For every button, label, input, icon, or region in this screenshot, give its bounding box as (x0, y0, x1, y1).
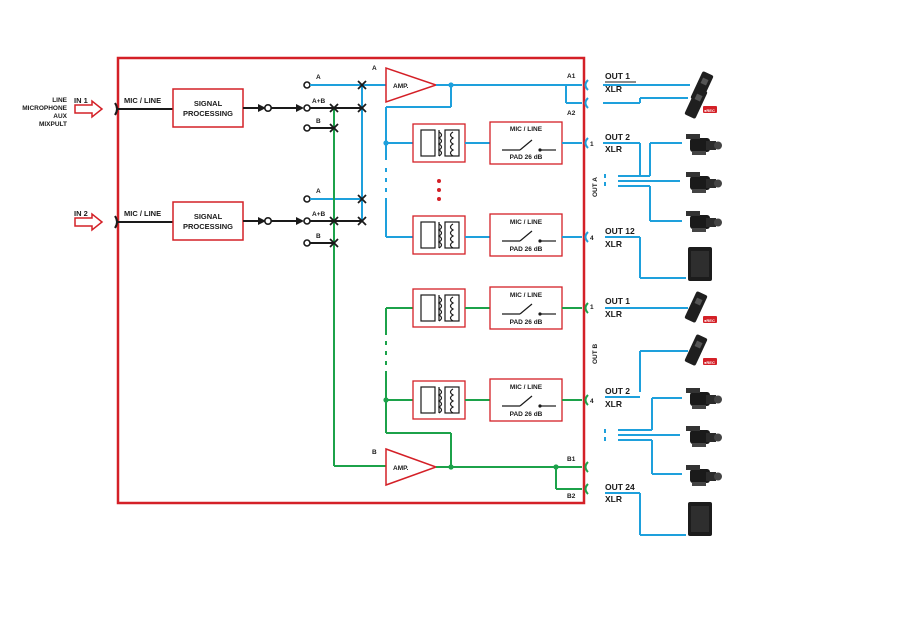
camera-a3-icon (686, 211, 722, 232)
amplifier-a: A AMP. A1 A2 (372, 65, 589, 237)
group-a-port-4: 4 (590, 235, 594, 242)
selector-b-1 (303, 124, 311, 132)
amp-b-label: AMP. (393, 465, 409, 472)
output-devices: OUT 1 XLR ●REC OUT 2 XLR OUT 12 XLR (603, 70, 722, 536)
matrix-row-b-1: B (316, 118, 321, 125)
signal-processing-2-block (172, 201, 244, 241)
rec-badge-3-text: ●REC (704, 360, 715, 365)
input-1-arrow-icon (74, 99, 104, 119)
output-b2-label: B2 (567, 493, 576, 500)
pad-a4-mode: MIC / LINE (510, 219, 543, 226)
signal-processing-2-label-line1: SIGNAL (194, 212, 223, 221)
selector-ab-1 (303, 104, 311, 112)
pad-module-a4 (489, 213, 563, 257)
out-b2-type: XLR (605, 399, 622, 409)
out-b1-name: OUT 1 (605, 296, 630, 306)
pad-a1-value: PAD 26 dB (510, 154, 543, 161)
matrix-row-b-2: B (316, 233, 321, 240)
input-2-arrow-icon (74, 212, 104, 232)
amp-b-bus-label: B (372, 449, 377, 456)
group-b-modules: MIC / LINE PAD 26 dB 1 MIC / LINE PAD 26… (383, 286, 599, 466)
output-b1-label: B1 (567, 456, 576, 463)
output-a1-label: A1 (567, 73, 576, 80)
amp-b-triangle-icon (385, 447, 439, 487)
rec-badge-1-icon (703, 106, 717, 113)
group-b-label: OUT B (592, 343, 599, 364)
speaker-b-icon (688, 502, 712, 536)
group-a-label: OUT A (592, 177, 599, 197)
signal-processing-1-block (172, 88, 244, 128)
amp-a-triangle-icon (385, 66, 439, 104)
signal-processing-1-label-line1: SIGNAL (194, 99, 223, 108)
input-2-mode-label: MIC / LINE (124, 209, 161, 218)
matrix-row-a-1: A (316, 74, 321, 81)
group-a-port-1: 1 (590, 141, 594, 148)
input-2-group: IN 2 MIC / LINE SIGNAL PROCESSING (74, 201, 304, 241)
amp-a-bus-label: A (372, 65, 377, 72)
source-microphone-label: MICROPHONE (22, 105, 67, 112)
input-1-jack-icon (114, 102, 118, 116)
matrix-row-ab-1: A+B (312, 98, 325, 105)
out-b24-name: OUT 24 (605, 482, 635, 492)
rec-badge-2-icon (703, 316, 717, 323)
amplifier-b: B AMP. B1 B2 (372, 447, 589, 500)
out-b24-type: XLR (605, 494, 622, 504)
output-a2-label: A2 (567, 110, 576, 117)
selector-ab-2 (303, 217, 311, 225)
group-b-port-4: 4 (590, 398, 594, 405)
pad-a1-mode: MIC / LINE (510, 126, 543, 133)
camera-b1-icon (686, 388, 722, 409)
out-a1-type: XLR (605, 84, 622, 94)
input-2-jack-icon (114, 215, 118, 229)
speaker-a-icon (688, 247, 712, 281)
selector-a-2 (303, 195, 311, 203)
out-a12-name: OUT 12 (605, 226, 635, 236)
node-2-icon (263, 217, 272, 226)
matrix-row-a-2: A (316, 188, 321, 195)
rec-badge-3-icon (703, 358, 717, 365)
device-frame (116, 56, 586, 505)
input-1-group: LINE MICROPHONE AUX MIXPULT IN 1 MIC / L… (22, 88, 304, 128)
out-b1-type: XLR (605, 309, 622, 319)
audio-recorder-2-icon (684, 86, 708, 120)
input-1-label: IN 1 (74, 96, 88, 105)
out-a1-name: OUT 1 (605, 71, 630, 81)
source-line-label: LINE (52, 97, 67, 104)
out-a12-type: XLR (605, 239, 622, 249)
pad-module-b4 (489, 378, 563, 422)
source-aux-label: AUX (53, 113, 67, 120)
input-1-mode-label: MIC / LINE (124, 96, 161, 105)
pad-b1-mode: MIC / LINE (510, 292, 543, 299)
matrix-row-ab-2: A+B (312, 211, 325, 218)
group-a-modules: MIC / LINE PAD 26 dB 1 MIC / LINE PAD 26… (386, 121, 599, 257)
pad-module-a1 (489, 121, 563, 165)
pad-b1-value: PAD 26 dB (510, 319, 543, 326)
input-2-label: IN 2 (74, 209, 88, 218)
signal-processing-1-label-line2: PROCESSING (183, 109, 233, 118)
selector-a-1 (303, 81, 311, 89)
camera-a1-icon (686, 134, 722, 155)
source-mixpult-label: MIXPULT (39, 121, 67, 128)
pad-a4-value: PAD 26 dB (510, 246, 543, 253)
signal-processing-2-label-line2: PROCESSING (183, 222, 233, 231)
camera-b2-icon (686, 426, 722, 447)
out-b2-name: OUT 2 (605, 386, 630, 396)
pad-b4-value: PAD 26 dB (510, 411, 543, 418)
pad-b4-mode: MIC / LINE (510, 384, 543, 391)
camera-b3-icon (686, 465, 722, 486)
out-a2-type: XLR (605, 144, 622, 154)
amp-a-label: AMP. (393, 83, 409, 90)
group-b-port-1: 1 (590, 304, 594, 311)
routing-matrix: A A+B B A A+B B (303, 74, 386, 467)
node-1-icon (263, 104, 272, 113)
selector-b-2 (303, 239, 311, 247)
camera-a2-icon (686, 172, 722, 193)
rec-badge-1-text: ●REC (704, 108, 715, 113)
out-a2-name: OUT 2 (605, 132, 630, 142)
rec-badge-2-text: ●REC (704, 318, 715, 323)
